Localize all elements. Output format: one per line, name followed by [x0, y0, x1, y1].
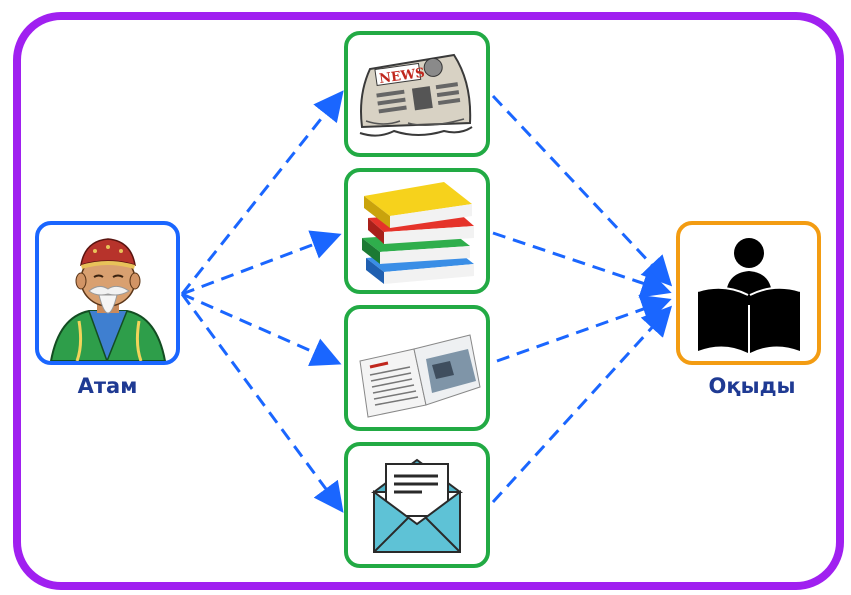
books-icon — [362, 182, 474, 284]
envelope-box — [344, 442, 490, 568]
magazine-box — [344, 305, 490, 431]
newspaper-badge-text: NEWS — [378, 66, 425, 87]
newspaper-box: NEWS — [344, 31, 490, 157]
arrow-to-newspaper — [180, 90, 344, 295]
envelope-letter-icon — [370, 458, 464, 553]
grandfather-box — [35, 221, 180, 365]
arrow-to-magazine — [181, 292, 342, 367]
books-box — [344, 168, 490, 294]
person-reading-icon — [697, 238, 801, 353]
reader-box — [676, 221, 821, 365]
magazine-icon — [359, 334, 481, 418]
arrow-from-newspaper — [491, 94, 673, 287]
arrow-from-magazine — [496, 294, 672, 363]
arrow-from-books — [492, 231, 672, 298]
arrow-to-envelope — [180, 293, 344, 513]
left-node-label: Атам — [77, 374, 138, 398]
right-node-label: Оқыды — [708, 374, 796, 398]
grandfather-icon — [49, 238, 167, 364]
newspaper-icon: NEWS — [359, 53, 473, 137]
arrow-from-envelope — [491, 305, 673, 504]
diagram-frame — [13, 12, 844, 590]
arrow-to-books — [181, 230, 342, 296]
